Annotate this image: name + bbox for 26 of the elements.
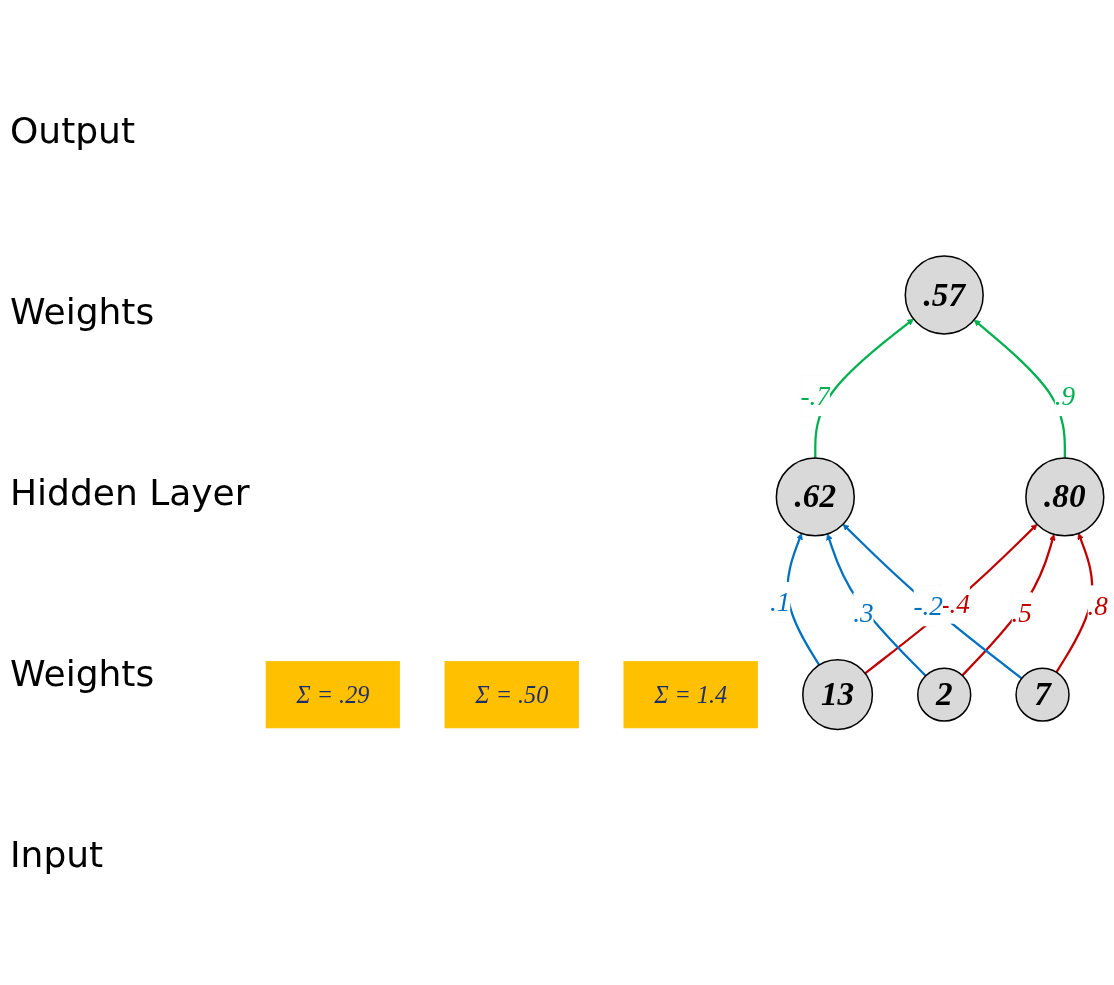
layer-label: Input xyxy=(10,834,105,875)
layer-label: Weights xyxy=(10,291,156,332)
layer-label: Hidden Layer xyxy=(10,472,250,513)
edge-label: .5 xyxy=(1011,597,1032,628)
node-box: Σ = .29 xyxy=(265,660,400,729)
node-circle: .62 xyxy=(775,456,855,537)
arrow xyxy=(973,319,1066,458)
node-box: Σ = 1.4 xyxy=(623,660,758,729)
arrow xyxy=(842,523,1023,680)
edge-label: .3 xyxy=(853,597,874,628)
node-circle: 2 xyxy=(917,667,972,722)
edge-label: .9 xyxy=(1054,380,1076,411)
node-circle: 13 xyxy=(802,658,874,730)
layer-label: Output xyxy=(10,110,137,151)
node-circle: .57 xyxy=(904,255,984,335)
arrow xyxy=(961,533,1056,676)
node-circle: 7 xyxy=(1015,667,1070,722)
arrow xyxy=(814,318,914,458)
node-circle: .80 xyxy=(1025,456,1105,537)
arrow xyxy=(826,533,927,677)
arrow xyxy=(864,523,1038,674)
node-box: Σ = .50 xyxy=(444,660,579,729)
layer-label: Weights xyxy=(10,653,156,694)
edge-label: .8 xyxy=(1087,590,1108,621)
edge-label: -.2 xyxy=(913,590,943,621)
edge-label: .1 xyxy=(770,586,791,618)
